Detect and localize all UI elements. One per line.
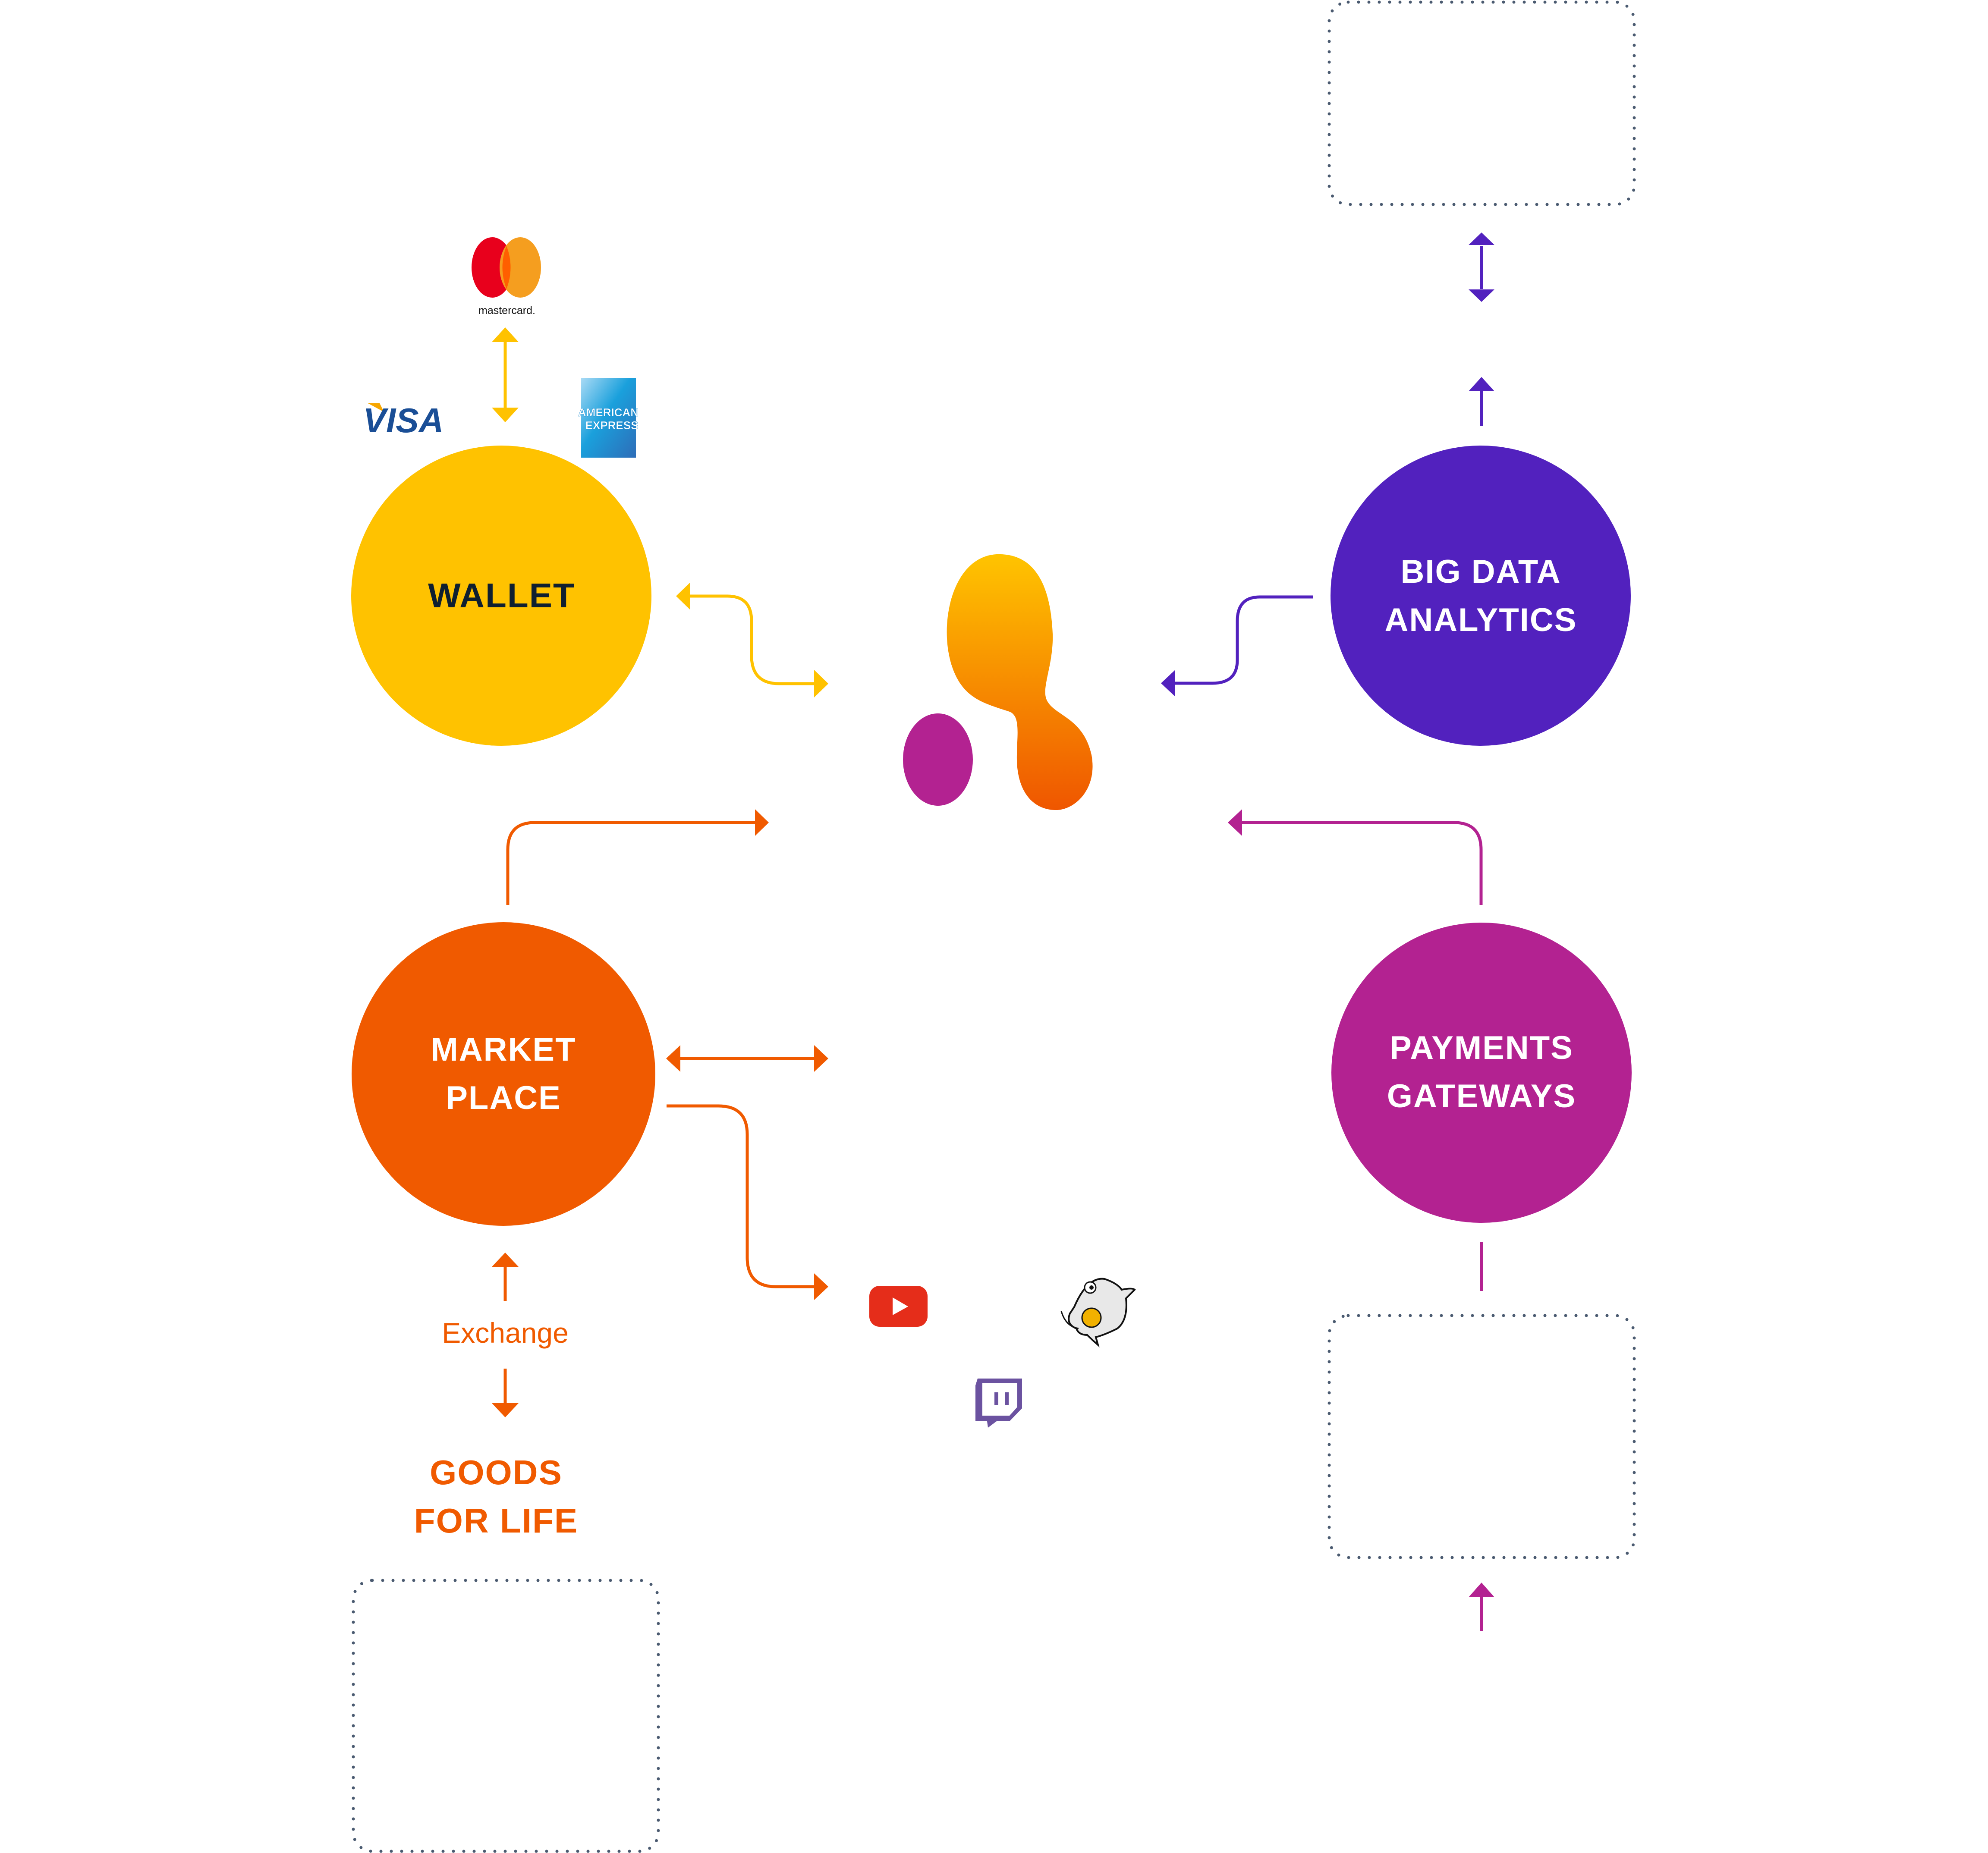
big-data-label-line1: BIG DATA [1400,553,1561,590]
big-data-node [1331,446,1631,746]
payments-label: PAYMENTS GATEWAYS [1331,1024,1632,1121]
exchange-up-arrow [492,1253,519,1301]
mastercard-logo-icon: mastercard. [472,237,541,317]
payments-label-line2: GATEWAYS [1387,1078,1576,1115]
exchange-label: Exchange [442,1317,569,1349]
amex-logo-icon: AMERICAN EXPRESS [578,378,639,458]
placeholder-box-bottom-right [1327,1314,1636,1559]
placeholder-box-top-right [1327,0,1636,206]
market-place-node [352,922,655,1226]
wallet-cards-arrow [492,327,519,422]
wallet-node [351,446,651,746]
payments-label-line1: PAYMENTS [1390,1030,1573,1066]
big-data-box-arrow [1469,232,1494,302]
visa-wordmark: VISA [363,401,444,440]
goods-label-line1: GOODS [430,1453,563,1492]
goods-for-life-label: GOODS FOR LIFE [388,1448,604,1545]
market-place-media-arrow [667,1104,828,1300]
big-data-label-line2: ANALYTICS [1384,602,1577,638]
payments-node [1331,923,1632,1223]
amex-wordmark-line1: AMERICAN [578,406,639,419]
amex-wordmark-line2: EXPRESS [585,419,639,432]
big-data-up-arrow [1469,377,1494,426]
market-place-label: MARKET PLACE [352,1026,655,1122]
exchange-down-arrow [492,1369,519,1417]
big-data-label: BIG DATA ANALYTICS [1331,548,1631,644]
twitch-icon [975,1379,1022,1428]
wallet-logo-arrow [676,582,828,697]
big-data-logo-arrow [1161,595,1313,697]
market-place-logo-arrow [506,809,769,905]
visa-logo-icon: VISA [363,401,444,440]
market-place-label-line1: MARKET [431,1031,576,1068]
goods-label-line2: FOR LIFE [414,1501,579,1540]
brand-logo-icon [903,554,1093,810]
placeholder-box-bottom-left [352,1579,660,1853]
shark-mascot-icon [1060,1278,1136,1347]
mastercard-wordmark: mastercard. [478,305,535,317]
payments-up-arrow [1469,1583,1494,1631]
market-place-label-line2: PLACE [446,1080,561,1116]
wallet-label-line: WALLET [428,576,575,615]
wallet-label: WALLET [352,572,651,620]
market-place-double-arrow [666,1045,828,1072]
youtube-icon [869,1286,928,1327]
payments-logo-arrow [1228,809,1483,905]
